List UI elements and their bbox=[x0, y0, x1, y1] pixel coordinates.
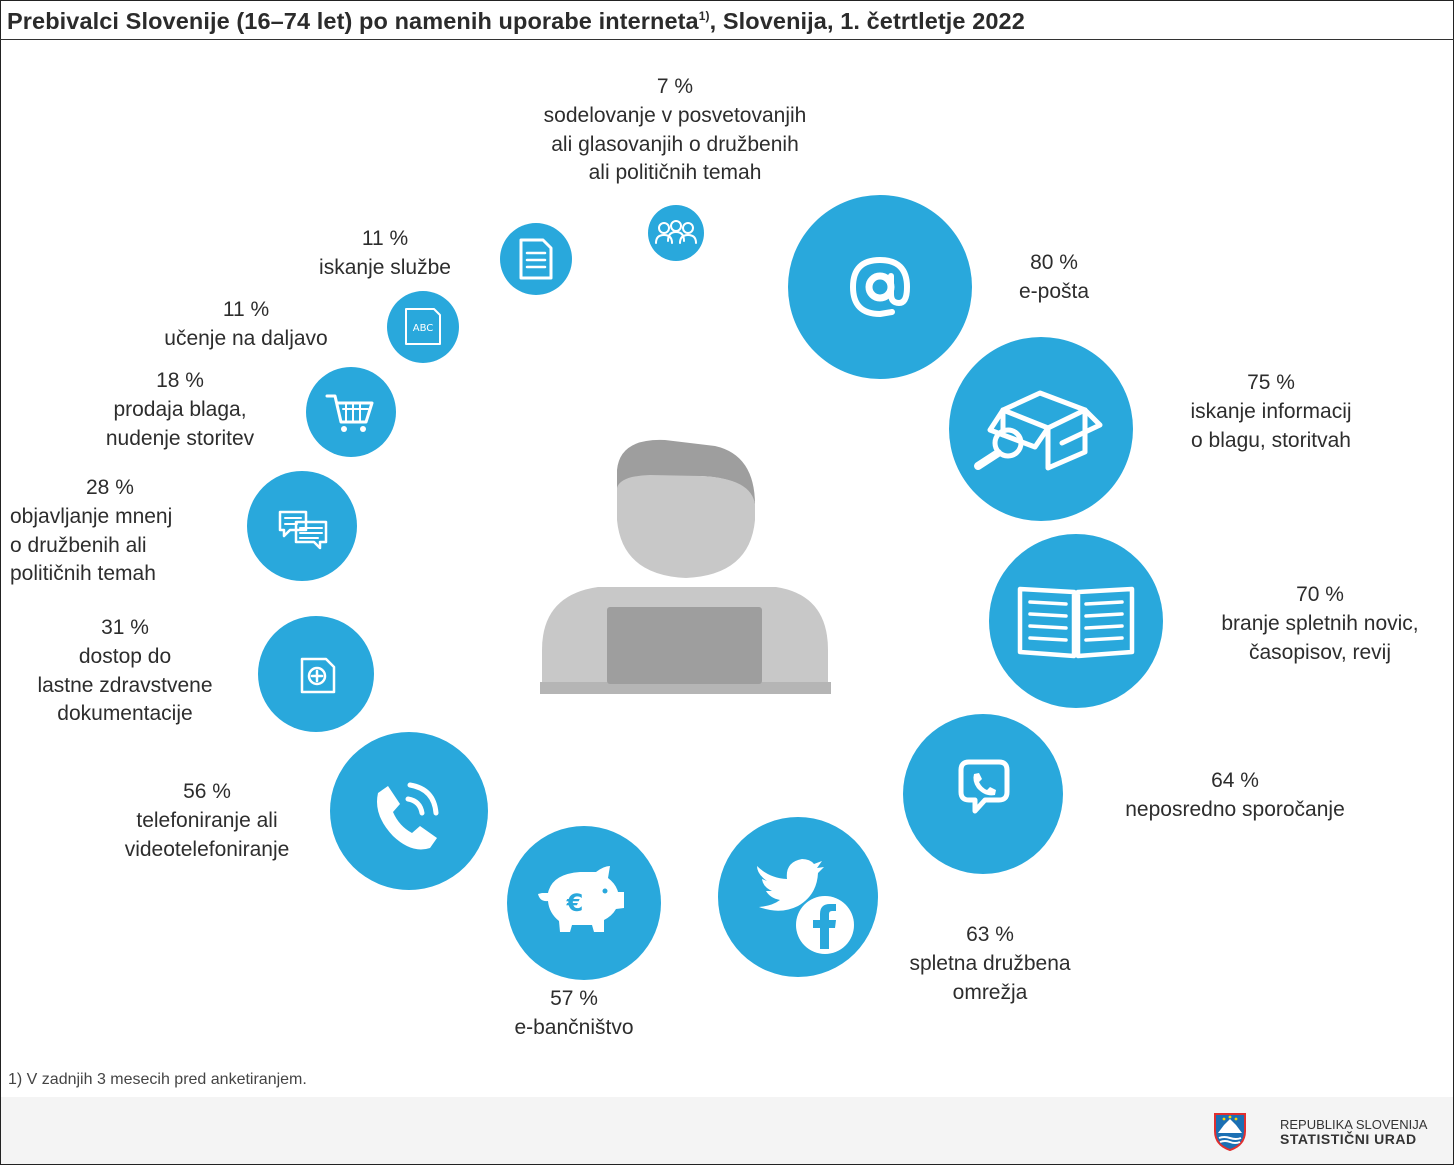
at-sign-icon bbox=[850, 257, 910, 317]
title-divider bbox=[0, 39, 1454, 40]
bubble-telefoniranje bbox=[330, 732, 488, 890]
label-objavljanje-mnenj: 28 % objavljanje mnenj o družbenih ali p… bbox=[10, 474, 240, 589]
bubble-iskanje-informacij bbox=[949, 337, 1133, 521]
value-prodaja: 18 % bbox=[156, 369, 204, 392]
bubble-objavljanje-mnenj bbox=[247, 471, 357, 581]
bubble-druzbena-omrezja bbox=[718, 817, 878, 977]
label-glasovanje: 7 % sodelovanje v posvetovanjih ali glas… bbox=[480, 73, 870, 188]
name-iskanje-sluzbe: iskanje službe bbox=[319, 255, 451, 279]
name-e-bancnistvo: e-bančništvo bbox=[514, 1015, 634, 1039]
box-search-icon bbox=[974, 390, 1103, 471]
label-druzbena-omrezja: 63 % spletna družbena omrežja bbox=[870, 921, 1110, 1007]
person-at-laptop-icon bbox=[540, 439, 831, 694]
value-glasovanje: 7 % bbox=[656, 75, 694, 98]
chart-title: Prebivalci Slovenije (16–74 let) po name… bbox=[7, 8, 1025, 34]
label-e-bancnistvo: 57 % e-bančništvo bbox=[484, 985, 664, 1043]
document-icon bbox=[519, 238, 553, 280]
label-ucenje: 11 % učenje na daljavo bbox=[130, 296, 362, 354]
label-telefoniranje: 56 % telefoniranje ali videotelefoniranj… bbox=[90, 778, 324, 864]
value-objavljanje-mnenj: 28 % bbox=[86, 476, 134, 499]
label-prodaja: 18 % prodaja blaga, nudenje storitev bbox=[70, 367, 290, 453]
value-iskanje-sluzbe: 11 % bbox=[361, 227, 409, 250]
name-branje-novic: branje spletnih novic, časopisov, revij bbox=[1221, 611, 1419, 664]
bubble-e-bancnistvo: € bbox=[507, 826, 661, 980]
logo-text: REPUBLIKA SLOVENIJA STATISTIČNI URAD bbox=[1280, 1117, 1427, 1147]
statisticni-urad-logo[interactable]: REPUBLIKA SLOVENIJA STATISTIČNI URAD bbox=[1210, 1108, 1450, 1158]
logo-line-2: STATISTIČNI URAD bbox=[1280, 1131, 1417, 1147]
name-ucenje: učenje na daljavo bbox=[164, 326, 328, 350]
label-zdravstvena-dok: 31 % dostop do lastne zdravstvene dokume… bbox=[4, 614, 246, 729]
facebook-icon bbox=[796, 896, 854, 954]
name-druzbena-omrezja: spletna družbena omrežja bbox=[909, 951, 1071, 1004]
value-branje-novic: 70 % bbox=[1296, 583, 1344, 606]
label-e-posta: 80 % e-pošta bbox=[1004, 249, 1104, 307]
bubble-e-posta bbox=[788, 195, 972, 379]
bubble-sporocanje bbox=[903, 714, 1063, 874]
name-zdravstvena-dok: dostop do lastne zdravstvene dokumentaci… bbox=[37, 644, 213, 726]
name-telefoniranje: telefoniranje ali videotelefoniranje bbox=[124, 808, 290, 861]
svg-text:€: € bbox=[566, 889, 584, 917]
name-iskanje-informacij: iskanje informacij o blagu, storitvah bbox=[1190, 399, 1352, 452]
coat-of-arms-icon bbox=[1214, 1113, 1246, 1151]
group-people-icon bbox=[655, 220, 697, 244]
value-ucenje: 11 % bbox=[222, 298, 270, 321]
bubble-glasovanje bbox=[648, 205, 704, 261]
bubble-zdravstvena-dok bbox=[258, 616, 374, 732]
label-branje-novic: 70 % branje spletnih novic, časopisov, r… bbox=[1188, 581, 1452, 667]
value-e-bancnistvo: 57 % bbox=[550, 987, 598, 1010]
title-footnote-ref: 1) bbox=[698, 9, 710, 23]
speech-bubbles-icon bbox=[278, 510, 328, 550]
name-sporocanje: neposredno sporočanje bbox=[1125, 797, 1345, 821]
footnote: 1) V zadnjih 3 mesecih pred anketiranjem… bbox=[8, 1071, 307, 1088]
svg-text:ABC: ABC bbox=[413, 323, 434, 334]
medical-document-icon bbox=[300, 657, 336, 694]
value-telefoniranje: 56 % bbox=[183, 780, 231, 803]
footer-bar bbox=[1, 1097, 1453, 1164]
label-iskanje-sluzbe: 11 % iskanje službe bbox=[290, 225, 480, 283]
value-iskanje-informacij: 75 % bbox=[1247, 371, 1295, 394]
name-objavljanje-mnenj: objavljanje mnenj o družbenih ali politi… bbox=[10, 504, 173, 586]
piggy-bank-euro-icon: € bbox=[538, 866, 624, 932]
bubble-iskanje-sluzbe bbox=[500, 223, 572, 295]
chat-phone-icon bbox=[958, 759, 1010, 814]
label-iskanje-informacij: 75 % iskanje informacij o blagu, storitv… bbox=[1146, 369, 1396, 455]
value-druzbena-omrezja: 63 % bbox=[966, 923, 1014, 946]
value-e-posta: 80 % bbox=[1030, 251, 1078, 274]
value-zdravstvena-dok: 31 % bbox=[101, 616, 149, 639]
bubble-ucenje: ABC bbox=[387, 291, 459, 363]
bubble-prodaja bbox=[306, 367, 396, 457]
name-prodaja: prodaja blaga, nudenje storitev bbox=[105, 397, 255, 450]
bubble-branje-novic bbox=[989, 534, 1163, 708]
shopping-cart-icon bbox=[325, 394, 374, 432]
open-book-icon bbox=[1017, 586, 1135, 659]
logo-line-1: REPUBLIKA SLOVENIJA bbox=[1280, 1117, 1428, 1132]
name-glasovanje: sodelovanje v posvetovanjih ali glasovan… bbox=[543, 103, 807, 185]
name-e-posta: e-pošta bbox=[1018, 279, 1090, 303]
value-sporocanje: 64 % bbox=[1211, 769, 1259, 792]
twitter-bird-icon bbox=[757, 859, 824, 911]
phone-icon bbox=[377, 782, 439, 850]
label-sporocanje: 64 % neposredno sporočanje bbox=[1082, 767, 1388, 825]
abc-document-icon: ABC bbox=[405, 308, 441, 345]
